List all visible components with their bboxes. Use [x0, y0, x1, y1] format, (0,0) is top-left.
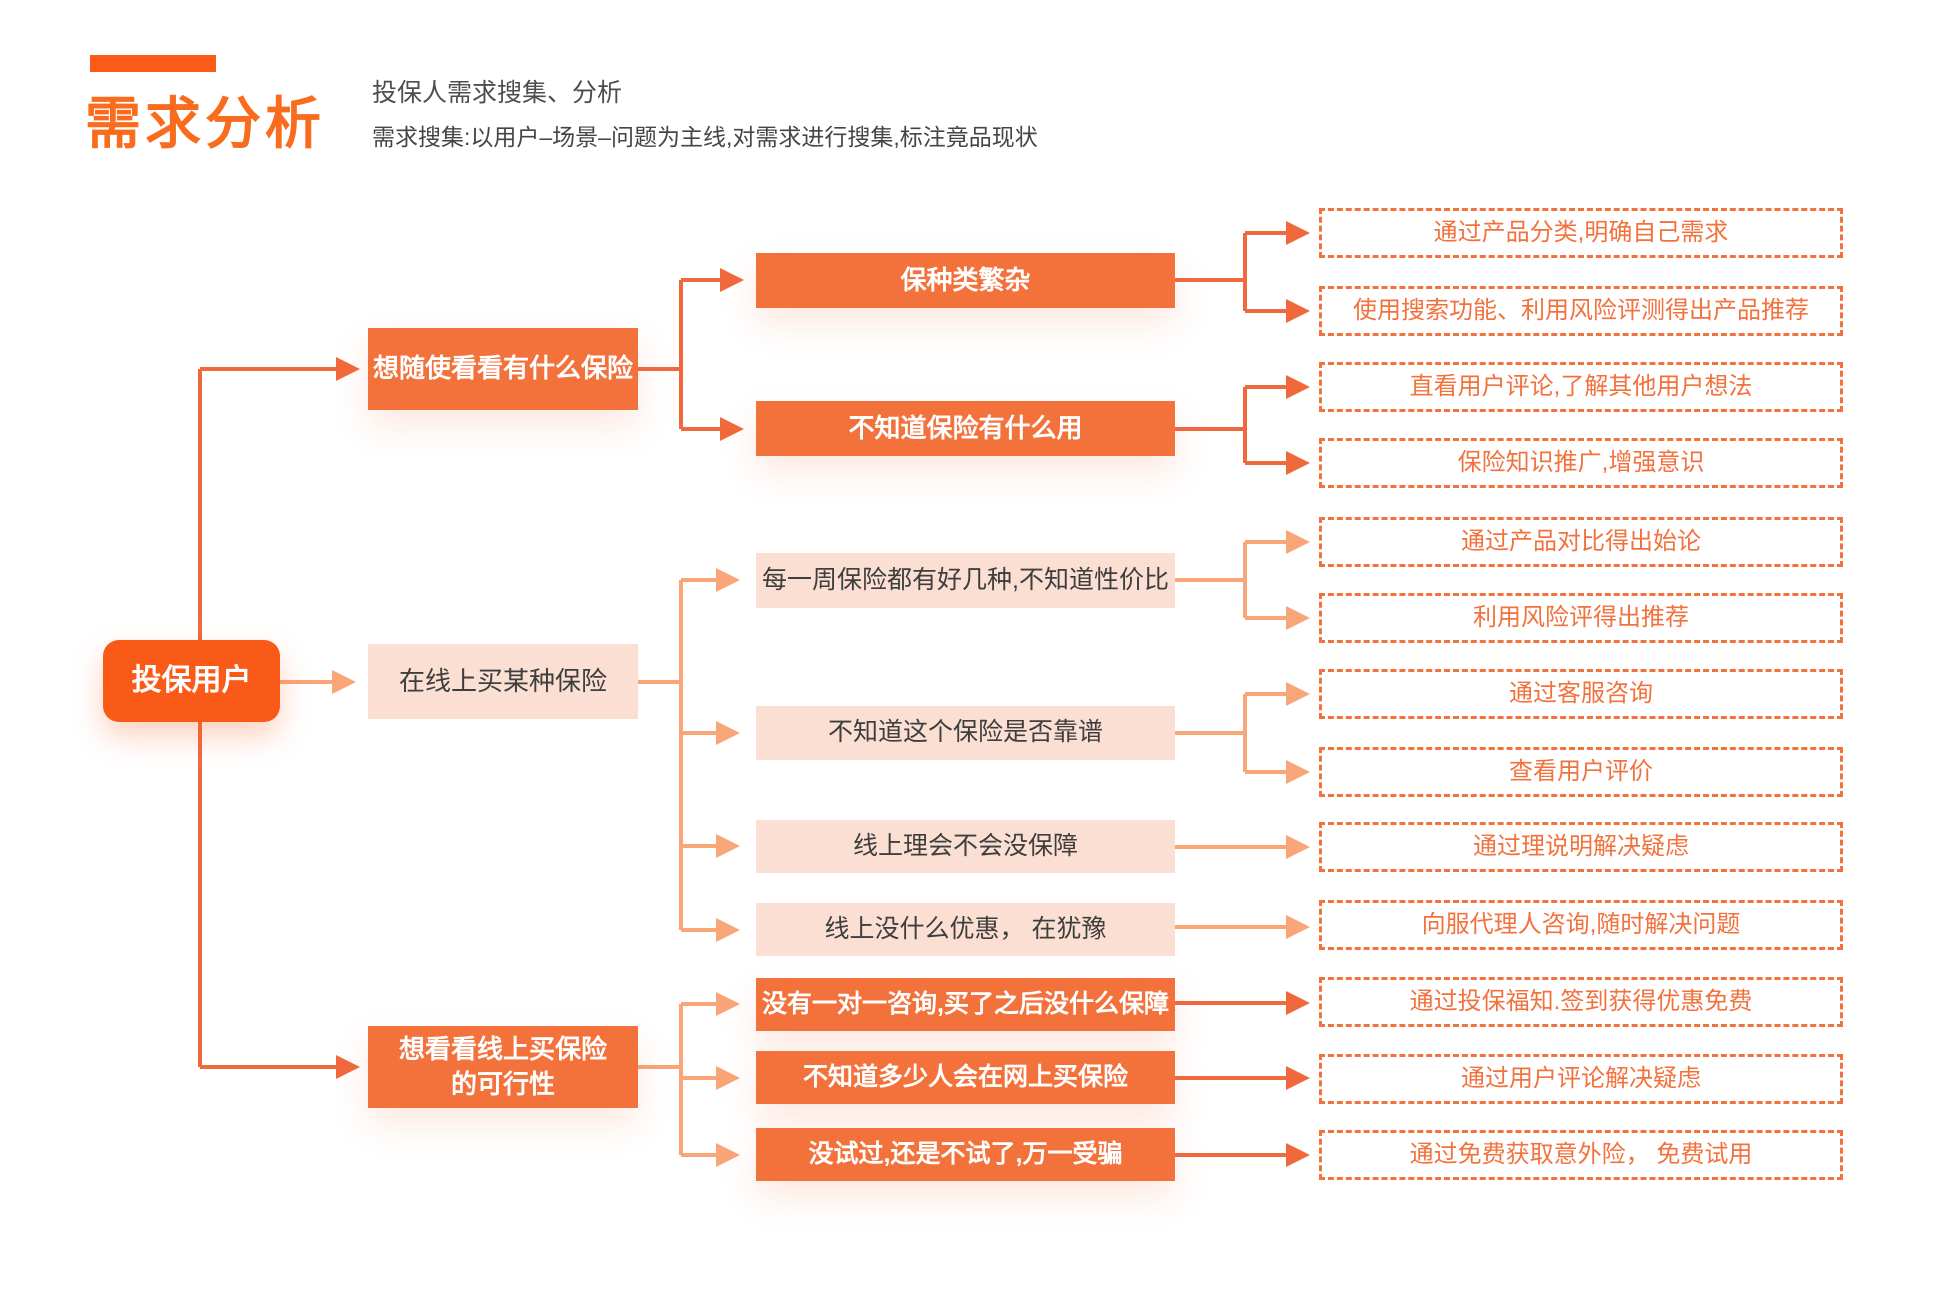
solution-node-3: 直看用户评论,了解其他用户想法 [1319, 362, 1843, 412]
subtitle-line-2: 需求搜集:以用户–场景–问题为主线,对需求进行搜集,标注竟品现状 [372, 124, 1038, 150]
solution-node-12: 通过用户评论解决疑虑 [1319, 1054, 1843, 1104]
pain-node-reliability: 不知道这个保险是否靠谱 [756, 706, 1175, 760]
title-accent-bar [90, 55, 216, 72]
page-title: 需求分析 [85, 92, 325, 155]
solution-node-1: 通过产品分类,明确自己需求 [1319, 208, 1843, 258]
solution-node-5: 通过产品对比得出始论 [1319, 517, 1843, 567]
subtitle-line-1: 投保人需求搜集、分析 [372, 79, 623, 107]
solution-node-2: 使用搜索功能、利用风险评测得出产品推荐 [1319, 286, 1843, 336]
scenario-node-feasibility: 想看看线上买保险的可行性 [368, 1026, 638, 1108]
pain-node-no-discount: 线上没什么优惠， 在犹豫 [756, 903, 1175, 956]
pain-node-cost-performance: 每一周保险都有好几种,不知道性价比 [756, 553, 1175, 608]
pain-node-variety: 保种类繁杂 [756, 253, 1175, 308]
pain-node-how-many-buy: 不知道多少人会在网上买保险 [756, 1051, 1175, 1104]
solution-node-6: 利用风险评得出推荐 [1319, 593, 1843, 643]
root-node: 投保用户 [103, 640, 280, 722]
scenario-node-browse: 想随使看看有什么保险 [368, 328, 638, 410]
solution-node-13: 通过免费获取意外险， 免费试用 [1319, 1130, 1843, 1180]
solution-node-11: 通过投保福知.签到获得优惠免费 [1319, 977, 1843, 1027]
solution-node-8: 查看用户评价 [1319, 747, 1843, 797]
solution-node-4: 保险知识推广,增强意识 [1319, 438, 1843, 488]
pain-node-claims-guarantee: 线上理会不会没保障 [756, 820, 1175, 873]
solution-node-9: 通过理说明解决疑虑 [1319, 822, 1843, 872]
pain-node-no-consult: 没有一对一咨询,买了之后没什么保障 [756, 978, 1175, 1031]
pain-node-fear-fraud: 没试过,还是不试了,万一受骗 [756, 1128, 1175, 1181]
scenario-node-buy-online: 在线上买某种保险 [368, 644, 638, 719]
solution-node-7: 通过客服咨询 [1319, 669, 1843, 719]
solution-node-10: 向服代理人咨询,随时解决问题 [1319, 900, 1843, 950]
pain-node-purpose: 不知道保险有什么用 [756, 401, 1175, 456]
